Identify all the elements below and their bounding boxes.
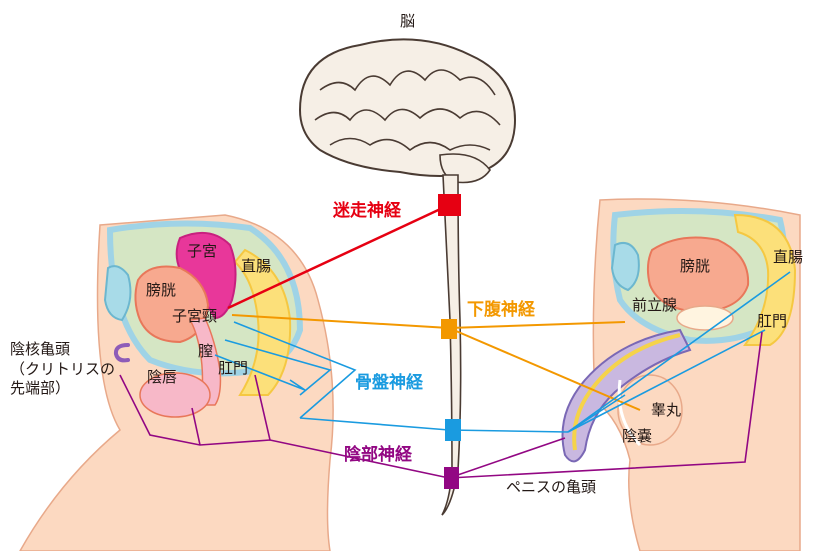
brain-shape [298,38,517,177]
rectum-female-label: 直腸 [241,257,272,275]
glans-label: ペニスの亀頭 [506,478,597,496]
male-pubic-bone [610,242,640,292]
male-pelvis [561,198,801,551]
pelvic-nerve-label: 骨盤神経 [355,373,423,393]
cervix-label: 子宮頸 [172,307,218,325]
brain-folds [314,69,501,152]
female-pubic-bone [103,265,132,322]
vagus-nerve-label: 迷走神経 [333,201,401,221]
hypogastric-nerve-label: 下腹神経 [467,300,535,320]
vagus-nerve-marker [438,194,461,216]
bladder-female-label: 膀胱 [146,281,177,299]
hypogastric-nerve-lines [231,314,641,411]
female-labia-shape [139,372,211,418]
male-bladder-shape [646,236,750,314]
vagina-label: 膣 [198,342,214,360]
spinal-cord [441,174,462,516]
pudendal-nerve-marker [444,467,459,489]
anus-male-label: 肛門 [757,312,788,330]
male-scrotum-outline [617,379,642,447]
prostate-label: 前立腺 [632,296,678,314]
pudendal-nerve-label: 陰部神経 [344,445,412,465]
rectum-male-label: 直腸 [773,248,804,266]
brain-group [298,38,517,184]
clitoris-icon [113,343,130,363]
pudendal-nerve-lines [119,331,763,479]
testis-label: 睾丸 [651,401,682,419]
vagus-nerve-line [227,203,450,310]
pelvic-nerve-marker [445,419,461,441]
male-prostate-shape [676,305,734,331]
anus-female-label: 肛門 [218,359,249,377]
female-pelvis [19,214,334,551]
male-rectum [733,213,797,346]
brain-label: 脳 [400,12,416,30]
male-scrotum-shape [617,374,683,446]
scrotum-label: 陰嚢 [622,427,653,445]
uterus-label: 子宮 [187,242,218,260]
labia-label: 陰唇 [147,368,178,386]
bladder-male-label: 膀胱 [680,257,711,275]
pelvic-nerve-lines [214,271,791,433]
clitoris-label: 陰核亀頭 （クリトリスの 先端部） [10,340,116,397]
hypogastric-nerve-marker [441,319,457,339]
